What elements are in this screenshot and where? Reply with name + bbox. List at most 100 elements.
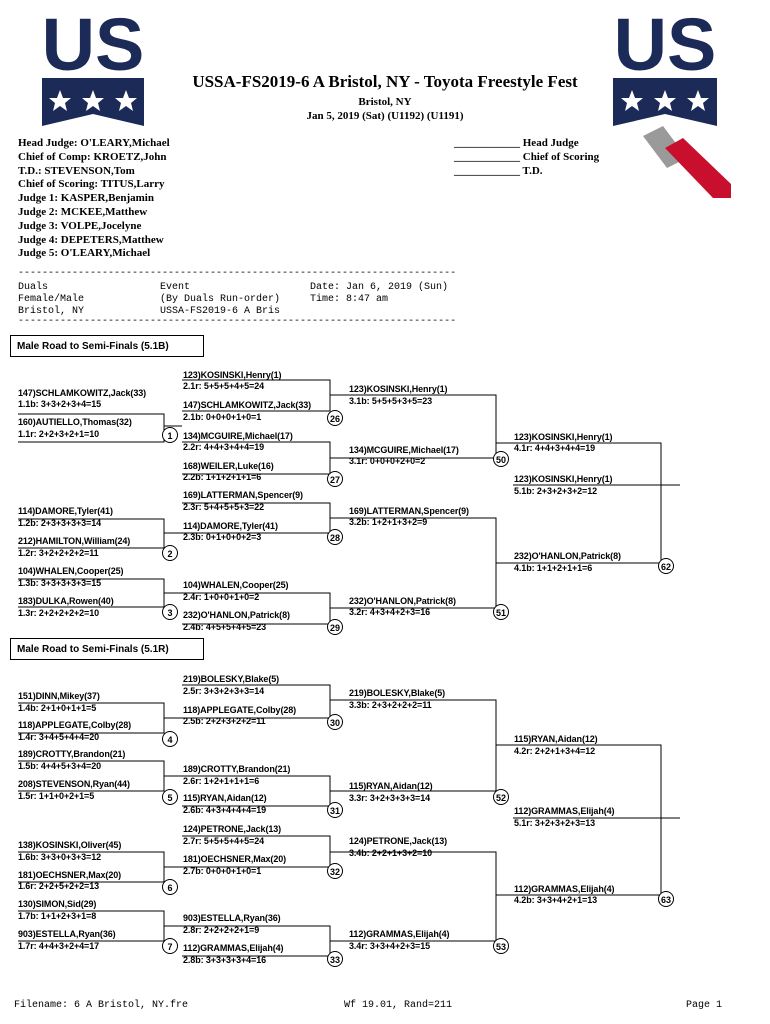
r4-entry-name: 232)O'HANLON,Patrick(8)	[514, 551, 621, 561]
r4-entry-score: 4.2b: 3+3+4+2+1=13	[514, 895, 598, 905]
r2-entry-name: 169)LATTERMAN,Spencer(9)	[183, 490, 303, 500]
heat-number-badge: 6	[162, 879, 178, 895]
info-time: Time: 8:47 am	[310, 294, 389, 306]
r2-entry-score: 2.7b: 0+0+0+1+0=1	[183, 866, 262, 876]
r1-entry-score: 1.2b: 2+3+3+3+3=14	[18, 518, 102, 528]
heat-number-badge: 1	[162, 427, 178, 443]
r4-entry-score: 4.1b: 1+1+2+1+1=6	[514, 563, 593, 573]
heat-number-badge: 27	[327, 471, 343, 487]
r1-entry-name: 189)CROTTY,Brandon(21)	[18, 749, 126, 759]
official-judge-1: Judge 1: KASPER,Benjamin	[18, 192, 154, 205]
r3-entry-name: 123)KOSINSKI,Henry(1)	[349, 384, 448, 394]
footer-filename: Filename: 6 A Bristol, NY.fre	[14, 1000, 189, 1011]
heat-number-badge: 52	[493, 789, 509, 805]
r2-entry-name: 219)BOLESKY,Blake(5)	[183, 674, 280, 684]
info-col-2: Event (By Duals Run-order) USSA-FS2019-6…	[160, 282, 280, 319]
r1-entry-name: 181)OECHSNER,Max(20)	[18, 870, 122, 880]
r2-entry-name: 181)OECHSNER,Max(20)	[183, 854, 287, 864]
r2-entry-score: 2.8b: 3+3+3+3+4=16	[183, 955, 267, 965]
r3-entry-name: 134)MCGUIRE,Michael(17)	[349, 445, 459, 455]
r2-entry-name: 168)WEILER,Luke(16)	[183, 461, 274, 471]
info-divider-bottom: ----------------------------------------…	[18, 316, 457, 327]
r2-entry-score: 2.6b: 4+3+4+4+4=19	[183, 805, 267, 815]
r1-entry-score: 1.3b: 3+3+3+3+3=15	[18, 578, 102, 588]
heat-number-badge: 5	[162, 789, 178, 805]
r1-entry-name: 208)STEVENSON,Ryan(44)	[18, 779, 130, 789]
heat-number-badge: 3	[162, 604, 178, 620]
r3-entry-name: 169)LATTERMAN,Spencer(9)	[349, 506, 469, 516]
r1-entry-score: 1.5r: 1+1+0+2+1=5	[18, 791, 95, 801]
r2-entry-score: 2.7r: 5+5+5+4+5=24	[183, 836, 265, 846]
info-divider-top: ----------------------------------------…	[18, 268, 457, 279]
logo-left-text: US	[42, 8, 145, 86]
r1-entry-name: 212)HAMILTON,William(24)	[18, 536, 131, 546]
info-date: Date: Jan 6, 2019 (Sun)	[310, 282, 449, 293]
official-judge-3: Judge 3: VOLPE,Jocelyne	[18, 219, 142, 232]
signature-block: ____________ Head Judge ____________ Chi…	[454, 137, 599, 178]
heat-number-badge: 51	[493, 604, 509, 620]
r1-entry-score: 1.2r: 3+2+2+2+2=11	[18, 548, 99, 558]
official-td: T.D.: STEVENSON,Tom	[18, 164, 135, 177]
r2-entry-score: 2.4b: 4+5+5+4+5=23	[183, 622, 267, 632]
r1-entry-name: 114)DAMORE,Tyler(41)	[18, 506, 113, 516]
r3-entry-name: 124)PETRONE,Jack(13)	[349, 836, 448, 846]
official-judge-2: Judge 2: MCKEE,Matthew	[18, 205, 148, 218]
info-col-1: Duals Female/Male Bristol, NY	[18, 282, 84, 319]
section-label-5-1r: Male Road to Semi-Finals (5.1R)	[10, 638, 204, 660]
r1-entry-name: 147)SCHLAMKOWITZ,Jack(33)	[18, 388, 147, 398]
signature-head-judge: ____________ Head Judge	[454, 137, 579, 149]
r1-entry-score: 1.4b: 2+1+0+1+1=5	[18, 703, 97, 713]
r4-entry-score: 4.2r: 2+2+1+3+4=12	[514, 746, 596, 756]
official-judge-5: Judge 5: O'LEARY,Michael	[18, 247, 151, 260]
r2-entry-score: 2.1r: 5+5+5+4+5=24	[183, 381, 265, 391]
r2-entry-name: 112)GRAMMAS,Elijah(4)	[183, 943, 284, 953]
r2-entry-score: 2.2b: 1+1+2+1+1=6	[183, 472, 262, 482]
r1-entry-name: 151)DINN,Mikey(37)	[18, 691, 100, 701]
heat-number-badge: 53	[493, 938, 509, 954]
r3-entry-score: 3.4b: 2+2+1+3+2=10	[349, 848, 433, 858]
official-judge-4: Judge 4: DEPETERS,Matthew	[18, 233, 164, 246]
info-col-3: Date: Jan 6, 2019 (Sun) Time: 8:47 am	[310, 282, 448, 306]
r1-entry-name: 130)SIMON,Sid(29)	[18, 899, 97, 909]
r2-entry-score: 2.3r: 5+4+5+5+3=22	[183, 502, 265, 512]
final-entry-name: 123)KOSINSKI,Henry(1)	[514, 474, 613, 484]
us-logo-left: US	[42, 8, 145, 126]
r2-entry-name: 123)KOSINSKI,Henry(1)	[183, 370, 282, 380]
event-location: Bristol, NY	[358, 96, 412, 108]
r1-entry-score: 1.4r: 3+4+5+4+4=20	[18, 732, 100, 742]
r2-entry-name: 115)RYAN,Aidan(12)	[183, 793, 267, 803]
logo-right-text: US	[614, 8, 717, 86]
heat-number-badge: 62	[658, 558, 674, 574]
r2-entry-name: 124)PETRONE,Jack(13)	[183, 824, 282, 834]
heat-number-badge: 4	[162, 731, 178, 747]
heat-number-badge: 31	[327, 802, 343, 818]
us-logo-right: US	[613, 8, 731, 198]
r3-entry-score: 3.2b: 1+2+1+3+2=9	[349, 517, 428, 527]
r2-entry-name: 134)MCGUIRE,Michael(17)	[183, 431, 293, 441]
r3-entry-score: 3.1r: 0+0+0+2+0=2	[349, 456, 426, 466]
info-event-code: USSA-FS2019-6 A Bris	[160, 306, 281, 318]
heat-number-badge: 30	[327, 714, 343, 730]
r2-entry-name: 189)CROTTY,Brandon(21)	[183, 764, 291, 774]
heat-number-badge: 26	[327, 410, 343, 426]
r2-entry-score: 2.3b: 0+1+0+0+2=3	[183, 532, 262, 542]
r1-entry-name: 138)KOSINSKI,Oliver(45)	[18, 840, 122, 850]
r3-entry-score: 3.4r: 3+3+4+2+3=15	[349, 941, 431, 951]
signature-chief-of-scoring: ____________ Chief of Scoring	[454, 150, 600, 163]
r4-entry-name: 123)KOSINSKI,Henry(1)	[514, 432, 613, 442]
official-chief-of-comp: Chief of Comp: KROETZ,John	[18, 150, 167, 163]
r1-entry-score: 1.6b: 3+3+0+3+3=12	[18, 852, 102, 862]
heat-number-badge: 29	[327, 619, 343, 635]
event-date-line: Jan 5, 2019 (Sat) (U1192) (U1191)	[306, 110, 464, 122]
r3-entry-score: 3.1b: 5+5+5+3+5=23	[349, 396, 433, 406]
r2-entry-name: 903)ESTELLA,Ryan(36)	[183, 913, 281, 923]
signature-td: ____________ T.D.	[454, 164, 543, 177]
heat-number-badge: 50	[493, 451, 509, 467]
heat-number-badge: 33	[327, 951, 343, 967]
officials-list: Head Judge: O'LEARY,Michael Chief of Com…	[18, 137, 170, 261]
r3-entry-name: 219)BOLESKY,Blake(5)	[349, 688, 446, 698]
official-chief-of-scoring: Chief of Scoring: TITUS,Larry	[18, 178, 165, 191]
r2-entry-name: 232)O'HANLON,Patrick(8)	[183, 610, 290, 620]
r2-entry-name: 147)SCHLAMKOWITZ,Jack(33)	[183, 400, 312, 410]
heat-number-badge: 63	[658, 891, 674, 907]
